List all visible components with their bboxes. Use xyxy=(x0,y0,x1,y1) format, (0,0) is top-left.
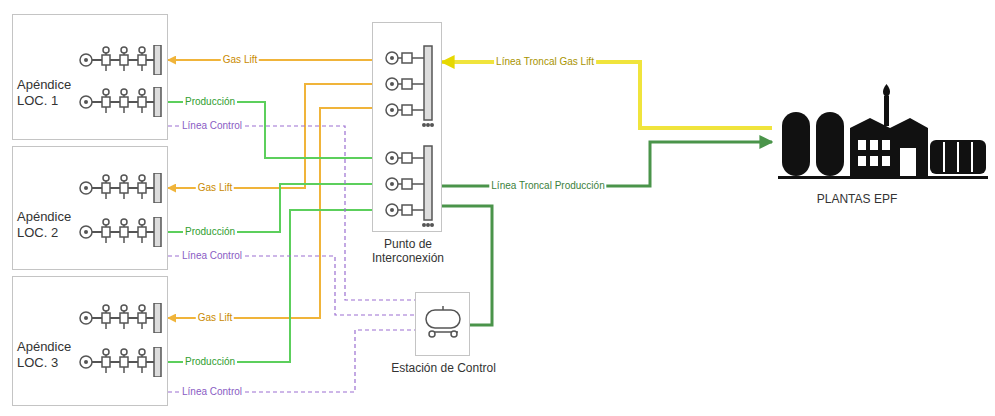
node-label: PLANTAS EPF xyxy=(782,192,932,206)
silo xyxy=(782,112,810,176)
manifold-icon xyxy=(80,303,161,333)
manifold-icon xyxy=(80,87,161,117)
pipe-connector xyxy=(442,206,492,325)
line-label: Producción xyxy=(183,226,237,238)
line-label: Producción xyxy=(183,96,237,108)
appendix-box: Apéndice LOC. 1 xyxy=(12,14,168,140)
tank-truck-icon xyxy=(426,306,460,337)
line-label: Línea Troncal Gas Lift xyxy=(494,56,596,68)
rib xyxy=(943,142,945,172)
window xyxy=(858,140,866,150)
manifold-icon xyxy=(80,45,161,75)
tank-wheel xyxy=(451,331,457,337)
window xyxy=(870,156,878,166)
window xyxy=(882,156,890,166)
door xyxy=(900,148,916,176)
manifold-icons xyxy=(80,45,434,377)
pipe-connector xyxy=(168,108,372,318)
manifold-icon xyxy=(80,347,161,377)
pipe-connector xyxy=(168,84,372,188)
pipe-connector xyxy=(168,59,372,61)
node-label: Apéndice LOC. 3 xyxy=(17,339,89,370)
flare-stack xyxy=(884,96,889,126)
pipe-connector xyxy=(442,62,772,128)
window xyxy=(882,140,890,150)
tank-wheel xyxy=(429,331,435,337)
appendix-box: Apéndice LOC. 3 xyxy=(12,276,168,406)
flare-flame xyxy=(883,84,890,97)
tank-body xyxy=(426,310,460,328)
manifold-icon xyxy=(80,173,161,203)
line-label: Línea Control xyxy=(180,120,244,132)
window xyxy=(870,140,878,150)
tank-hatch xyxy=(442,306,444,310)
node-label: Estación de Control xyxy=(391,361,496,375)
line-label: Línea Troncal Producción xyxy=(489,180,606,192)
line-label: Línea Control xyxy=(180,386,244,398)
plant-group: PLANTAS EPF xyxy=(772,80,990,210)
manifold-icon xyxy=(386,46,434,127)
pipe-connector xyxy=(168,126,415,300)
windows xyxy=(858,140,916,176)
line-label: Línea Control xyxy=(180,250,244,262)
silo xyxy=(816,112,844,176)
pipe-connector xyxy=(168,330,415,392)
node-label: Punto de Interconexión xyxy=(348,237,468,266)
station-box: Punto de Interconexión xyxy=(372,22,442,232)
plant-illustration xyxy=(778,84,988,179)
line-label: Gas Lift xyxy=(221,54,259,66)
station-box: Estación de Control xyxy=(415,292,470,356)
pipe-connector xyxy=(168,210,372,362)
node-label: Apéndice LOC. 1 xyxy=(17,77,89,108)
line-label: Producción xyxy=(183,356,237,368)
line-label: Gas Lift xyxy=(196,312,234,324)
appendix-box: Apéndice LOC. 2 xyxy=(12,146,168,270)
manifold-icon xyxy=(386,146,434,227)
ground-line xyxy=(778,176,988,179)
line-label: Gas Lift xyxy=(196,182,234,194)
horizontal-tank xyxy=(930,140,986,174)
window xyxy=(858,156,866,166)
rib xyxy=(957,142,959,172)
rib xyxy=(971,142,973,172)
node-label: Apéndice LOC. 2 xyxy=(17,209,89,240)
tank-ribs xyxy=(944,142,972,172)
manifold-icon xyxy=(80,217,161,247)
building xyxy=(850,128,928,176)
pipe-connector xyxy=(168,102,372,158)
